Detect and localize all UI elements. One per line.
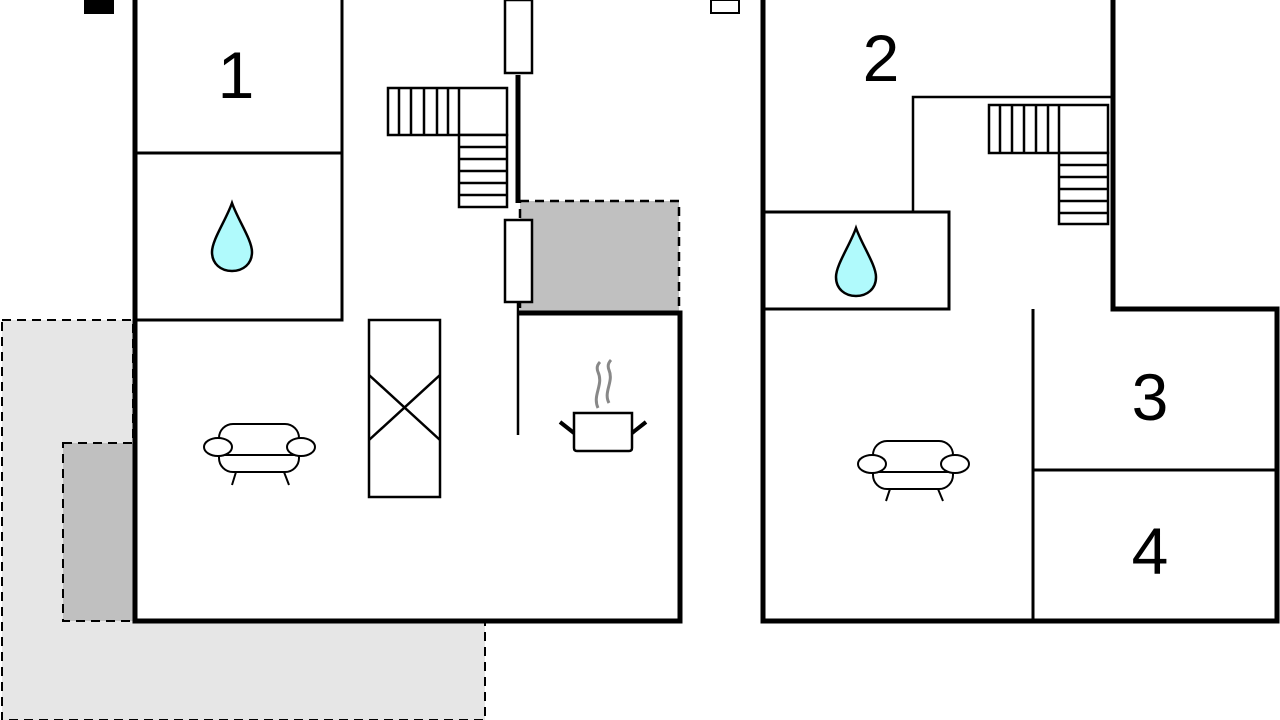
window <box>710 0 740 14</box>
water-drop-icon <box>834 224 878 298</box>
room-label-1: 1 <box>218 38 255 112</box>
bed-icon <box>367 318 442 499</box>
window <box>503 218 534 304</box>
covered-area <box>518 199 681 315</box>
room-label-2: 2 <box>863 21 900 95</box>
stairs-icon <box>987 103 1110 226</box>
sofa-icon <box>857 440 970 502</box>
sofa-icon <box>203 423 316 486</box>
water-drop-icon <box>210 199 254 273</box>
room-label-3: 3 <box>1132 360 1169 434</box>
stairs-icon <box>386 86 509 209</box>
covered-terrace <box>62 442 136 622</box>
left-building-walls <box>132 0 683 624</box>
right-building-walls <box>760 0 1280 624</box>
chimney <box>84 0 114 14</box>
room-label-4: 4 <box>1132 514 1169 588</box>
cooking-pot-icon <box>558 358 648 453</box>
window <box>503 0 534 75</box>
